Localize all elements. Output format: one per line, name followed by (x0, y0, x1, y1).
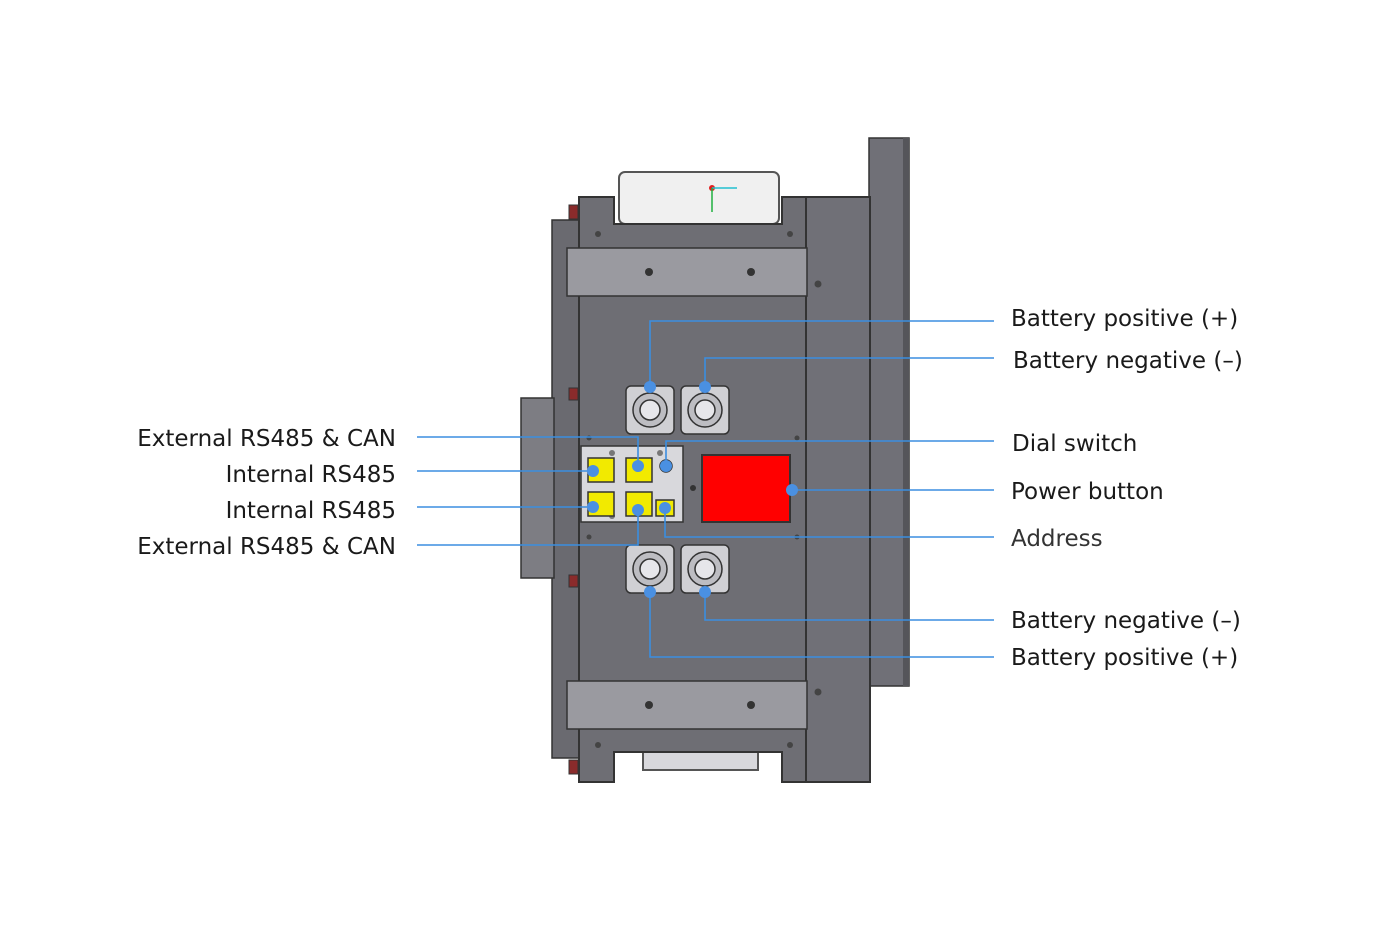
side-flange (868, 137, 910, 687)
label-battery-positive-bottom: Battery positive (+) (1011, 645, 1239, 671)
label-external-rs485-can-bottom: External RS485 & CAN (137, 534, 396, 560)
external-rs485-can-top-port-icon (587, 457, 615, 483)
leader-dots (587, 381, 798, 598)
label-power-button: Power button (1011, 479, 1164, 505)
top-handle (618, 171, 780, 225)
label-dial-switch: Dial switch (1012, 431, 1138, 457)
left-side-panel (551, 219, 583, 759)
left-mount-bracket (520, 397, 555, 579)
battery-positive-bottom-terminal-icon (625, 544, 675, 594)
label-internal-rs485-bottom: Internal RS485 (225, 498, 396, 524)
battery-negative-top-terminal-icon (680, 385, 730, 435)
top-rail (566, 247, 808, 297)
label-internal-rs485-top: Internal RS485 (225, 462, 396, 488)
battery-negative-bottom-terminal-icon (680, 544, 730, 594)
label-battery-negative-bottom: Battery negative (–) (1011, 608, 1241, 634)
label-external-rs485-can-top: External RS485 & CAN (137, 426, 396, 452)
battery-positive-top-terminal-icon (625, 385, 675, 435)
leader-lines (417, 320, 994, 658)
label-battery-positive-top: Battery positive (+) (1011, 306, 1239, 332)
power-button-icon (701, 454, 791, 523)
external-rs485-can-bottom-port-icon (625, 491, 653, 517)
bottom-rail (566, 680, 808, 730)
label-address: Address (1011, 526, 1103, 552)
label-battery-negative-top: Battery negative (–) (1013, 348, 1243, 374)
